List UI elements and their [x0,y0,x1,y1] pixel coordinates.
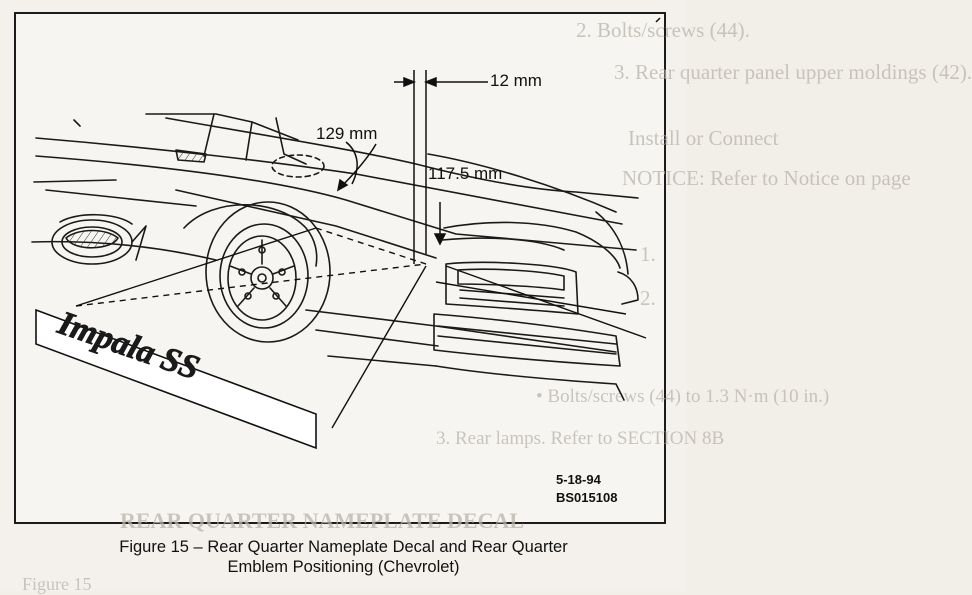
bleed-text-line-9: REAR QUARTER NAMEPLATE DECAL [120,508,525,533]
dimension-129mm-leader [336,141,377,192]
bleed-text-line-8: 3. Rear lamps. Refer to SECTION 8B [436,428,725,449]
quarter-panel-lines [31,117,639,367]
bleed-text-line-5: 1. [640,242,656,266]
bleed-text-line-7: • Bolts/screws (44) to 1.3 N·m (10 in.) [536,386,830,407]
bleed-text-line-1: 2. Bolts/screws (44). [576,18,750,42]
figure-frame: 2. Bolts/screws (44). 3. Rear quarter pa… [14,12,972,533]
bleed-text-line-4: NOTICE: Refer to Notice on page [622,166,911,190]
dimension-label-129mm: 129 mm [316,124,378,143]
figure-reference-code: BS015108 [556,490,618,505]
figure-caption: Figure 15 – Rear Quarter Nameplate Decal… [0,537,687,577]
side-marker-lamp [175,149,207,163]
bleed-text-line-3: Install or Connect [628,126,779,150]
rear-bumper [435,365,625,401]
wheel-arch [183,204,318,267]
caption-line-2: Emblem Positioning (Chevrolet) [227,558,460,576]
nameplate-decal: Impala SS [35,304,317,450]
caption-line-1: Figure 15 – Rear Quarter Nameplate Decal… [119,538,568,556]
dimension-label-12mm: 12 mm [490,71,542,90]
document-page: 2. Bolts/screws (44). 3. Rear quarter pa… [0,12,972,594]
roof-pillar [73,113,307,165]
rear-wheel [205,201,331,343]
dimension-117mm-leader [433,202,447,246]
positioning-lines [75,227,647,429]
deck-lid [427,153,629,275]
quarter-emblem [51,213,147,265]
figure-date-code: 5-18-94 [556,472,601,487]
bleed-text-line-2: 3. Rear quarter panel upper moldings (42… [614,60,972,84]
bleed-text-line-10: Figure 15 [22,574,92,594]
fuel-door-outline [271,154,325,178]
bleed-text-line-6: 2. [640,286,656,310]
dimension-12mm [394,70,488,264]
car-rear-quarter-illustration: Impala SS [31,17,661,450]
dimension-label-117mm: 117.5 mm [428,164,503,183]
